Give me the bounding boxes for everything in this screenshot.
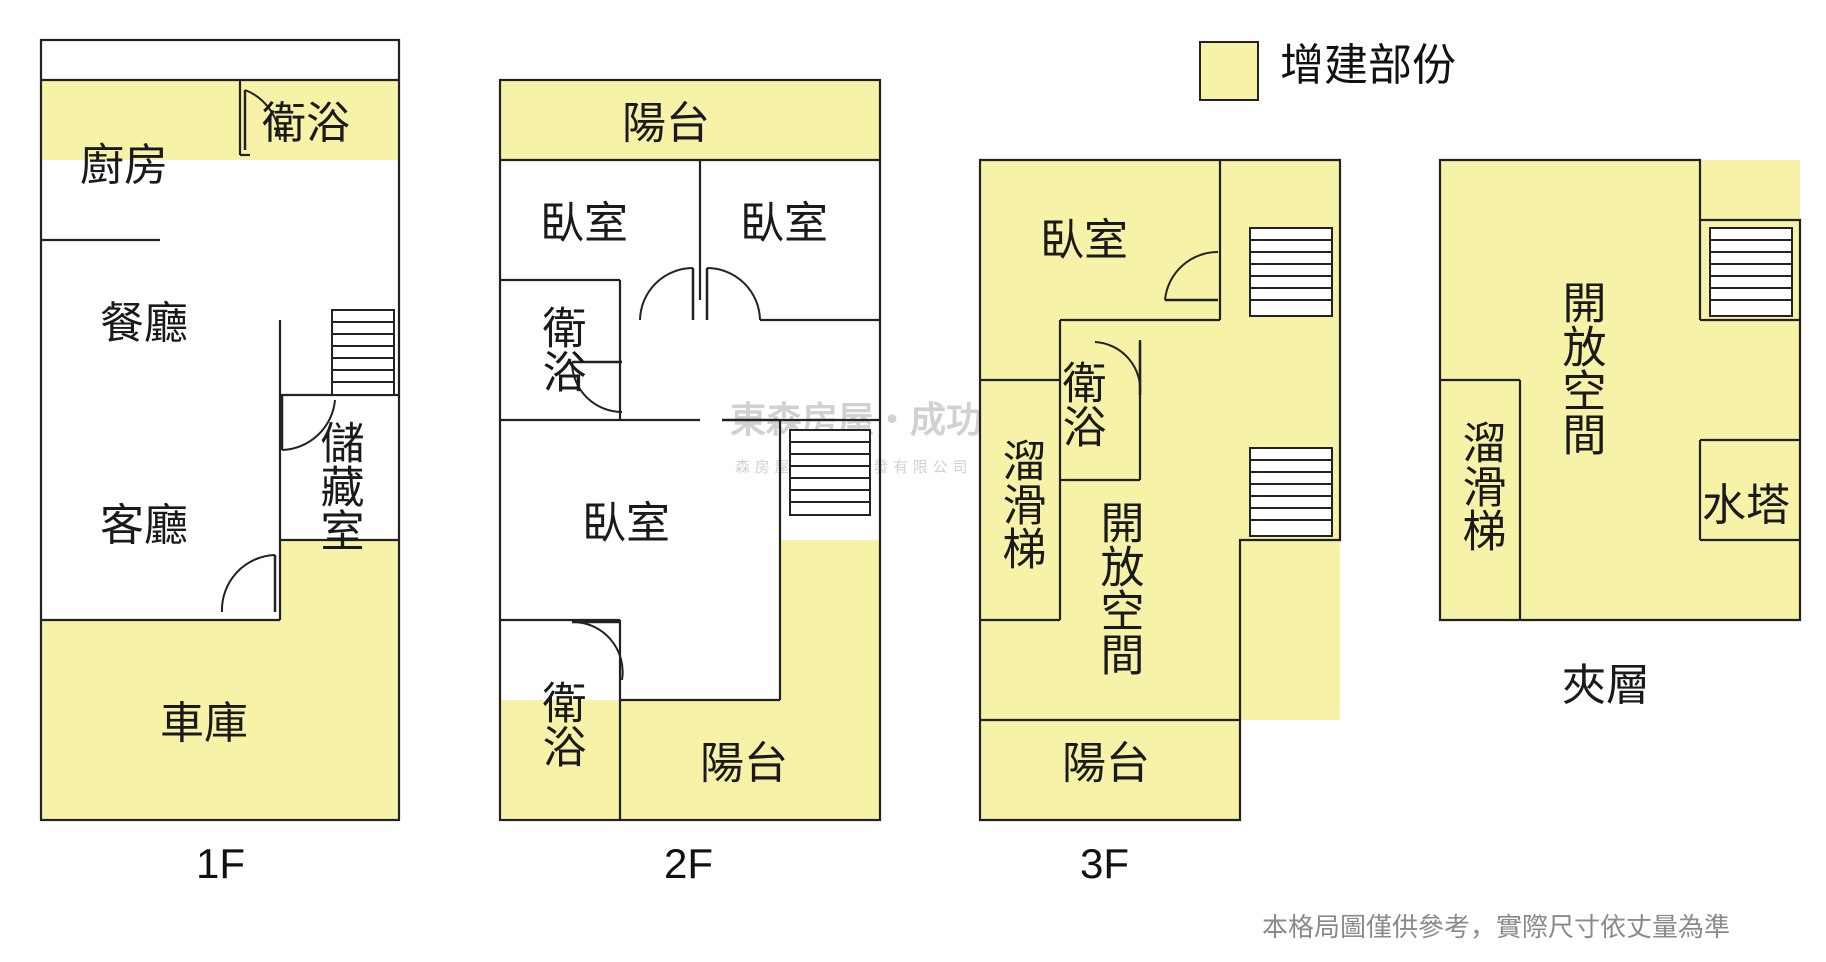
f2-room-bath1: 衛浴	[535, 305, 587, 393]
f1-label: 1F	[196, 840, 245, 887]
f1-bath-addition	[41, 80, 399, 160]
f3-room-bath: 衛浴	[1055, 360, 1107, 448]
mezz-room-tower: 水塔	[1702, 480, 1790, 531]
f2-room-bed3: 臥室	[582, 498, 670, 549]
f1-garage-addition	[41, 620, 399, 820]
f1-room-garage: 車庫	[160, 698, 248, 749]
f3-door-bath	[1094, 341, 1142, 396]
f3-room-balcony: 陽台	[1062, 738, 1150, 789]
f2-room-balcony-bottom: 陽台	[700, 738, 788, 789]
legend-label: 增建部份	[1280, 40, 1456, 91]
f3-room-slide: 溜滑梯	[995, 438, 1046, 570]
f2-balcony-bottom-fill	[620, 700, 880, 820]
floor-mezzanine: 開放空間 溜滑梯 水塔 夾層	[1438, 158, 1802, 711]
f1-room-living: 客廳	[100, 500, 188, 551]
f3-room-open: 開放空間	[1093, 500, 1144, 676]
f1-room-dining: 餐廳	[100, 298, 188, 349]
f3-stairs-lower	[1249, 447, 1333, 537]
f2-door-bed2	[705, 267, 761, 321]
f2-bath2-fill	[500, 700, 620, 820]
f3-outline	[978, 158, 1342, 822]
f2-stairs	[789, 429, 871, 516]
mezz-stairs	[1709, 227, 1793, 317]
f3-stairs-upper	[1249, 227, 1333, 317]
mezz-outline	[1438, 158, 1802, 622]
f2-balcony-top-fill	[500, 80, 880, 160]
f1-door-bath	[243, 89, 281, 150]
f2-door-bath1	[571, 360, 623, 413]
f2-door-bed1	[639, 267, 695, 321]
f1-room-bath: 衛浴	[262, 98, 350, 149]
floor-1f: 衛浴 廚房 餐廳 客廳 車庫 儲藏室 1F	[39, 38, 401, 887]
f3-door-bed	[1164, 250, 1219, 302]
f1-stairs	[331, 309, 395, 396]
f2-room-bed1: 臥室	[540, 198, 628, 249]
f2-room-balcony-top: 陽台	[622, 98, 710, 149]
f2-door-bath2	[571, 620, 624, 681]
f1-door-storage	[280, 395, 336, 451]
f1-door-living	[220, 554, 277, 613]
f2-label: 2F	[664, 840, 713, 887]
f3-fill-balcony	[980, 720, 1240, 820]
f2-outline	[498, 78, 882, 822]
mezz-room-open: 開放空間	[1555, 280, 1606, 456]
f3-label: 3F	[1080, 840, 1129, 887]
legend-swatch	[1199, 41, 1259, 101]
mezz-room-slide: 溜滑梯	[1455, 420, 1506, 552]
legend: 增建部份	[1199, 40, 1456, 101]
mezz-label: 夾層	[1562, 660, 1650, 711]
f1-outline	[39, 38, 401, 822]
f1-room-storage: 儲藏室	[313, 420, 364, 552]
f2-room-bath2: 衛浴	[535, 680, 587, 768]
f1-room-kitchen: 廚房	[80, 140, 168, 191]
f2-room-bed2: 臥室	[740, 198, 828, 249]
footnote: 本格局圖僅供參考，實際尺寸依丈量為準	[1262, 913, 1730, 943]
f3-room-bed: 臥室	[1040, 215, 1128, 266]
f1-side-addition	[280, 540, 399, 620]
floor-2f: 陽台 臥室 臥室 衛浴 臥室 衛浴 陽台 2F	[498, 78, 882, 887]
floor-3f: 臥室 衛浴 溜滑梯 開放空間 陽台 3F	[978, 158, 1342, 887]
